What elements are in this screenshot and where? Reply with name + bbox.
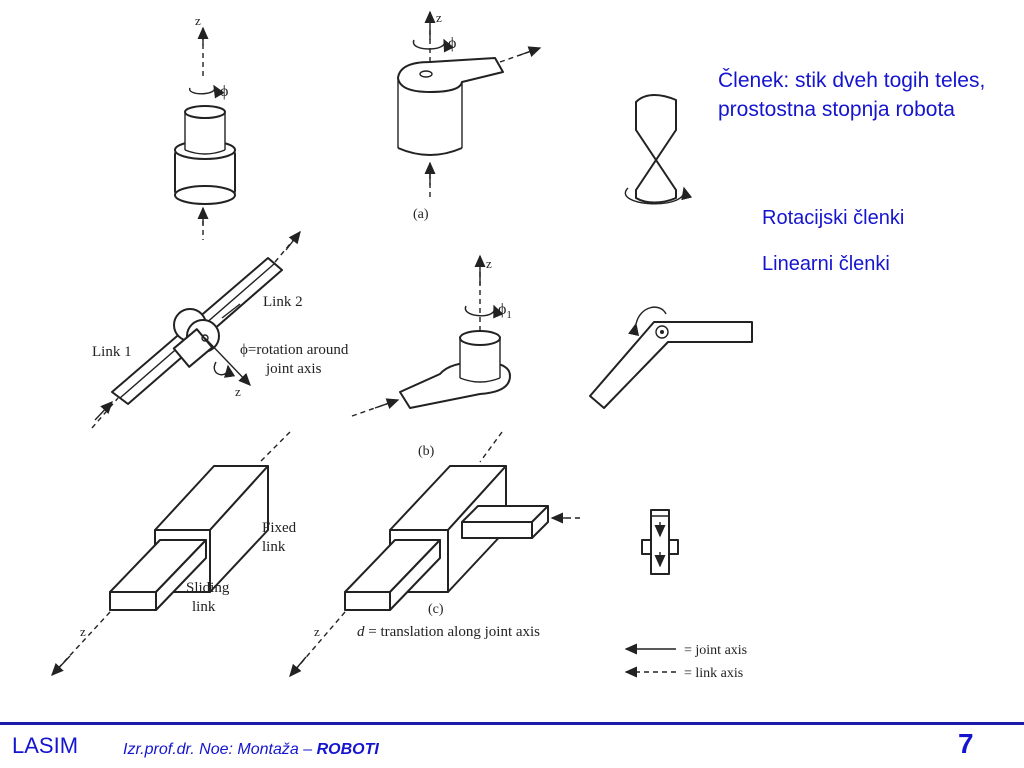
sliding-label-line1: Sliding [186, 580, 230, 596]
rotation-arrow-icon [412, 38, 454, 53]
z-label: z [235, 384, 241, 399]
slide-title: Členek: stik dveh togih teles, prostostn… [718, 69, 986, 121]
rotation-arrow-icon [624, 186, 693, 205]
fixed-label-line2: link [262, 539, 286, 555]
label-c: (c) [428, 602, 444, 617]
revolute-elbow-symbol [589, 306, 753, 409]
z-label: z [486, 256, 492, 271]
revolute-joint-diagram-1: z ϕ [174, 13, 236, 240]
rotation-arrow-icon [189, 84, 225, 99]
rotation-label-line2: joint axis [265, 361, 322, 377]
revolute-link-diagram: z Link 2 Link 1 ϕ=rotation around joint … [91, 230, 349, 429]
revolute-joint-diagram-3: z ϕ1 (b) [351, 254, 512, 459]
bullet-linear-joints: Linearni členki [762, 253, 890, 275]
footer-divider [0, 722, 1024, 725]
link2-label: Link 2 [263, 294, 303, 310]
legend-link-axis: = link axis [684, 666, 743, 681]
z-label: z [314, 624, 320, 639]
phi-label: ϕ [220, 83, 228, 100]
revolute-joint-symbol [624, 94, 693, 205]
phi1-label: ϕ1 [498, 301, 512, 321]
prismatic-joint-diagram-2: z (c) d = translation along joint axis [289, 431, 580, 678]
footer-author: Izr.prof.dr. Noe: Montaža – ROBOTI [123, 741, 379, 759]
sliding-label-line2: link [192, 599, 216, 615]
bullet-rotational-joints: Rotacijski členki [762, 207, 905, 229]
label-a: (a) [413, 207, 429, 222]
z-label: z [80, 624, 86, 639]
rotation-label-line1: ϕ=rotation around [240, 342, 349, 358]
revolute-joint-diagram-2: z ϕ (a) [397, 10, 542, 222]
rotation-arrow-icon [213, 361, 236, 378]
prismatic-joint-diagram-1: z Fixed link Sliding link [51, 431, 297, 677]
footer-course: ROBOTI [316, 741, 379, 758]
label-b: (b) [418, 444, 435, 459]
rotation-arrow-icon [628, 306, 667, 337]
link1-label: Link 1 [92, 344, 132, 360]
phi-label: ϕ [448, 35, 456, 52]
legend-joint-axis: = joint axis [684, 643, 747, 658]
footer-author-text: Izr.prof.dr. Noe: Montaža – [123, 741, 317, 758]
footer-org: LASIM [12, 733, 79, 758]
joint-types-figure: z ϕ z ϕ (a) [51, 10, 753, 681]
axis-legend: = joint axis = link axis [624, 643, 747, 681]
prismatic-joint-symbol [641, 509, 679, 575]
z-label: z [436, 10, 442, 25]
z-label: z [195, 13, 201, 28]
rotation-arrow-icon [464, 304, 504, 319]
fixed-label-line1: Fixed [262, 520, 297, 536]
translation-label: d = translation along joint axis [357, 624, 540, 640]
page-number: 7 [958, 728, 974, 759]
